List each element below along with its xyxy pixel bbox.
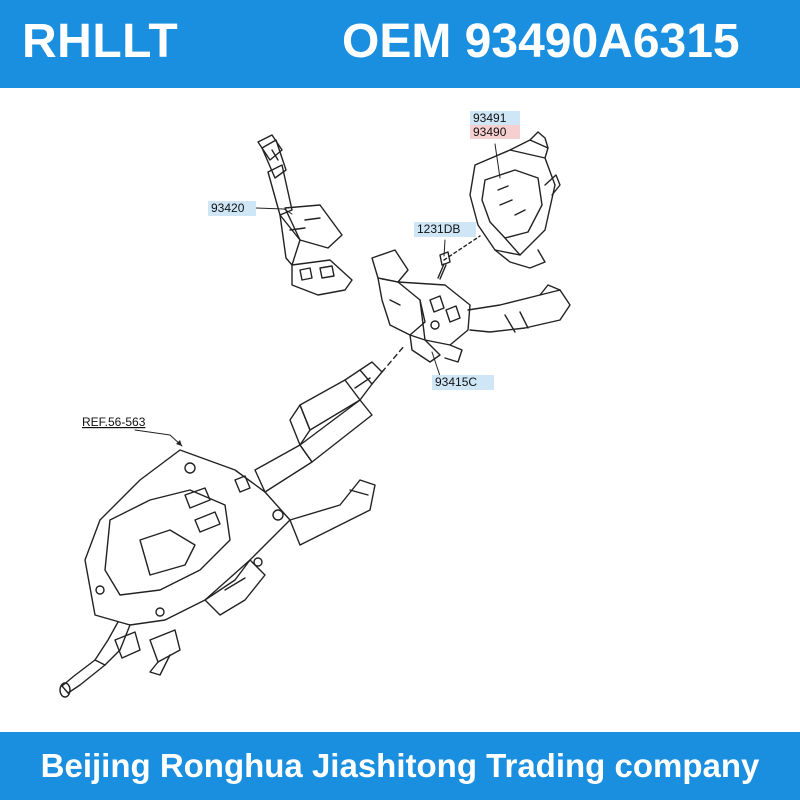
- screw: [437, 235, 481, 280]
- label-93420: 93420: [211, 201, 245, 215]
- brand-name: RHLLT: [22, 15, 179, 68]
- label-1231DB: 1231DB: [417, 222, 460, 236]
- label-93491: 93491: [473, 111, 507, 125]
- label-93415C: 93415C: [435, 375, 477, 389]
- steering-column-diagram: 93491 93490 93420 1231DB 93415C REF.56-5…: [59, 111, 571, 698]
- combination-switch-right: [371, 249, 571, 363]
- label-93490: 93490: [473, 125, 507, 139]
- clock-spring: [469, 131, 561, 269]
- label-ref: REF.56-563: [82, 415, 146, 429]
- leader-1231DB: [443, 239, 446, 257]
- leader-93415C: [431, 351, 441, 377]
- leader-93490: [494, 143, 501, 179]
- part-labels: 93491 93490 93420 1231DB 93415C REF.56-5…: [82, 111, 520, 429]
- multifunction-switch-left: [257, 134, 353, 296]
- oem-number: OEM 93490A6315: [342, 15, 740, 68]
- leader-ref: [134, 429, 183, 447]
- company-name: Beijing Ronghua Jiashitong Trading compa…: [40, 747, 760, 784]
- leader-93420: [283, 208, 293, 215]
- bottom-banner: Beijing Ronghua Jiashitong Trading compa…: [0, 732, 800, 800]
- steering-column: [59, 344, 406, 698]
- top-banner: RHLLT OEM 93490A6315: [0, 0, 800, 88]
